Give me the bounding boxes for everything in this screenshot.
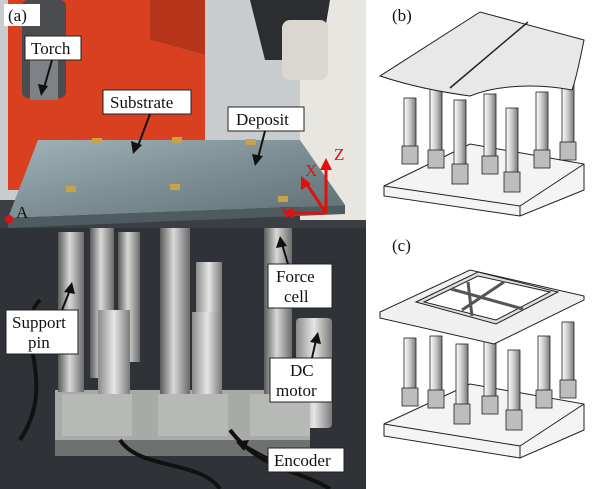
dc-motor-label-box — [269, 357, 333, 403]
point-a-label: A — [16, 203, 29, 222]
encoder-label-box — [267, 447, 345, 473]
panel-a-label: (a) — [8, 6, 27, 25]
panel-c-label: (c) — [392, 236, 411, 255]
dc-motor-label-line1: DC — [290, 361, 314, 380]
axis-z-label: Z — [334, 145, 344, 164]
torch-label: Torch — [31, 39, 71, 58]
force-cell-label-box — [267, 263, 333, 309]
dc-motor-label-line2: motor — [276, 381, 317, 400]
support-pin-label-line2: pin — [28, 333, 50, 352]
axis-y-label: Y — [280, 203, 292, 222]
support-pin-label-box — [5, 309, 79, 355]
force-cell-label-line2: cell — [284, 287, 309, 306]
deposit-label-box — [227, 106, 305, 132]
point-a-marker — [5, 215, 13, 223]
encoder-label: Encoder — [274, 451, 331, 470]
axes-triad — [283, 158, 332, 219]
support-pin-label-line1: Support — [12, 313, 66, 332]
photo-panel: A X Y Z (a) Torch Substrate Deposit Forc… — [0, 0, 366, 489]
panel-b-label: (b) — [392, 6, 412, 25]
cad-model-b: (b) — [378, 6, 585, 217]
substrate-label: Substrate — [110, 93, 173, 112]
force-cell-label-line1: Force — [276, 267, 315, 286]
torch-label-box — [24, 35, 82, 61]
cad-model-c: (c) — [379, 236, 585, 459]
substrate-label-box — [102, 89, 192, 115]
axis-x-label: X — [305, 161, 317, 180]
deposit-label: Deposit — [236, 110, 289, 129]
